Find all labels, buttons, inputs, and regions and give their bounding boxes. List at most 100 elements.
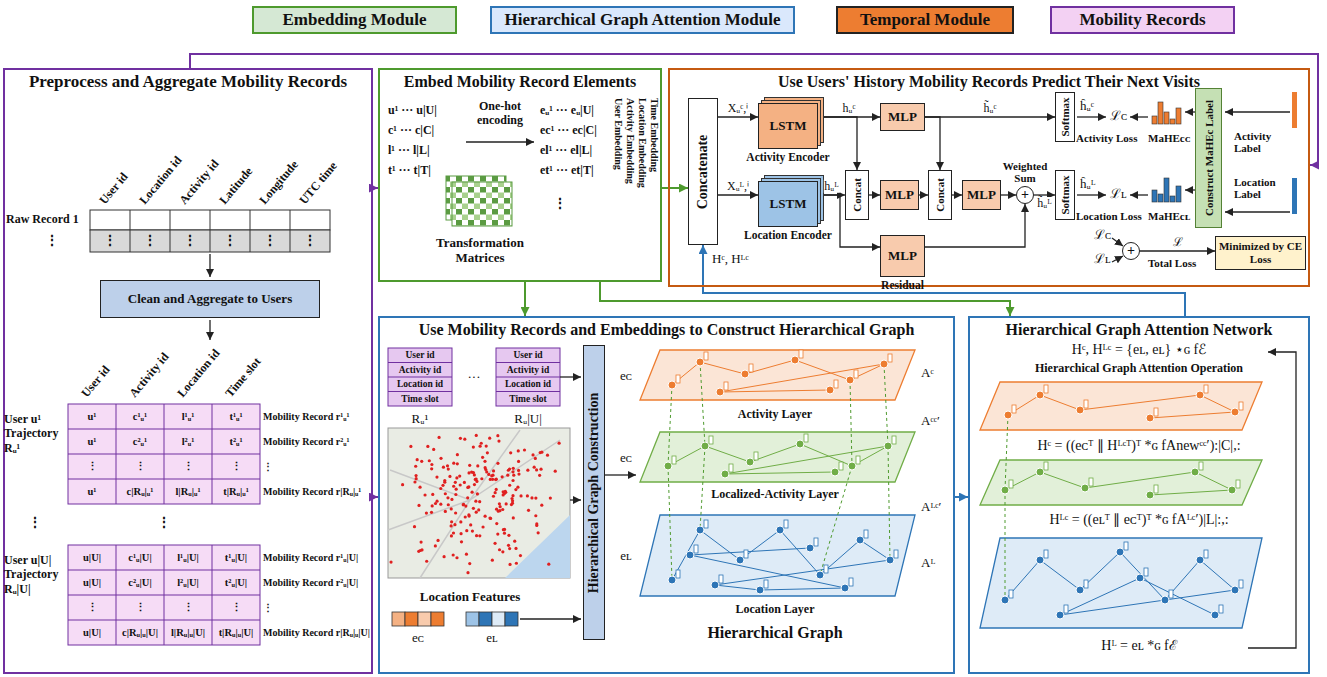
location-point [475, 534, 478, 537]
graph-node [820, 466, 852, 575]
text-label: Time Embedding [648, 98, 660, 172]
connector [718, 116, 758, 117]
location-point [474, 478, 477, 481]
location-point [538, 474, 541, 477]
location-point [471, 530, 474, 533]
text-label: User u¹ Trajectory Rᵤ¹ [4, 412, 66, 455]
location-point [507, 469, 510, 472]
location-point [511, 494, 514, 497]
graph-node [736, 556, 744, 564]
flow-arrow [209, 320, 210, 340]
text-label: u|U| [83, 551, 101, 563]
text-label: Activity Layer [738, 408, 812, 422]
location-point [539, 468, 542, 471]
edge-label: h̃ᵤᶜ [982, 102, 997, 115]
graph-node [1040, 395, 1080, 410]
trajectory-table [68, 545, 260, 645]
location-point [435, 476, 438, 479]
text-label: t¹ᵤ|U| [225, 551, 247, 563]
location-point [434, 544, 437, 547]
location-point [495, 508, 498, 511]
graph-node [1191, 468, 1199, 476]
location-point [415, 477, 418, 480]
location-point [491, 559, 494, 562]
construction-arrow [605, 474, 636, 475]
location-point [447, 503, 450, 506]
graph-node [668, 576, 676, 584]
graph-node [1076, 586, 1084, 594]
graph-node [886, 556, 894, 564]
text-label: Location Label [1234, 176, 1288, 200]
text-label: u|U| [83, 576, 101, 588]
location-point [452, 485, 455, 488]
text-label: ℒᴄ [1110, 109, 1127, 124]
node-caption: Weighted Sum [997, 160, 1053, 184]
edge-label: Xᵤᴸ,ⁱ [726, 180, 750, 193]
location-point [488, 516, 491, 519]
graph-node [826, 386, 834, 394]
connector [869, 194, 880, 195]
location-point [450, 534, 453, 537]
location-point [478, 534, 481, 537]
graph-node [784, 520, 788, 528]
location-point [462, 503, 465, 506]
node-text: MLP [888, 110, 917, 125]
text-label: ℒᴄ [1094, 228, 1111, 243]
location-point [484, 468, 487, 471]
transformation-matrix [446, 176, 512, 226]
location-point [498, 509, 501, 512]
graph-node [1080, 552, 1120, 590]
location-point [444, 492, 447, 495]
location-point [509, 451, 512, 454]
loss-arrows [1077, 194, 1106, 195]
text-label: Localized-Activity Layer [711, 488, 839, 502]
location-map [354, 401, 584, 584]
location-point [494, 491, 497, 494]
legend-swatch: Embedding Module [252, 6, 457, 34]
location-point [481, 525, 484, 528]
location-point [526, 469, 529, 472]
graph-node [824, 565, 828, 573]
graph-node [1231, 408, 1239, 416]
text-label: eᴄ [412, 631, 424, 646]
graph-layer [640, 350, 1262, 628]
graph-node [1060, 578, 1140, 615]
location-point [517, 449, 520, 452]
node-text: Clean and Aggregate to Users [128, 292, 292, 307]
location-point [472, 471, 475, 474]
location-point [468, 464, 471, 467]
text-label: eʟ [620, 549, 631, 564]
location-point [534, 496, 537, 499]
node-text: MLP [885, 188, 914, 203]
raw-record-table [130, 210, 290, 252]
location-map [388, 430, 560, 578]
graph-node [864, 530, 868, 538]
text-label: Activity id [126, 350, 171, 400]
location-point [508, 563, 511, 566]
location-point [502, 528, 505, 531]
node-text: Minimized by CE Loss [1218, 240, 1303, 265]
location-point [452, 553, 455, 556]
text-label: Time slot [401, 393, 439, 404]
graph-node [806, 544, 814, 552]
node-text: MLP [888, 249, 917, 264]
text-label: UTC time [296, 159, 340, 207]
location-point [420, 460, 423, 463]
graph-node [1140, 578, 1215, 615]
text-label: Location Features [420, 590, 521, 605]
node-text: + [1021, 188, 1029, 202]
graph-node [888, 354, 892, 362]
graph-node [664, 462, 672, 470]
location-point [519, 494, 522, 497]
graph-node [791, 356, 799, 364]
location-point [517, 473, 520, 476]
graph-node [694, 545, 698, 553]
location-point [448, 475, 451, 478]
feature-bar [405, 612, 418, 626]
location-point [507, 534, 510, 537]
location-point [446, 464, 449, 467]
graph-node [780, 530, 820, 575]
node-text: MLP [967, 188, 996, 203]
node-caption: Residual [881, 279, 924, 292]
